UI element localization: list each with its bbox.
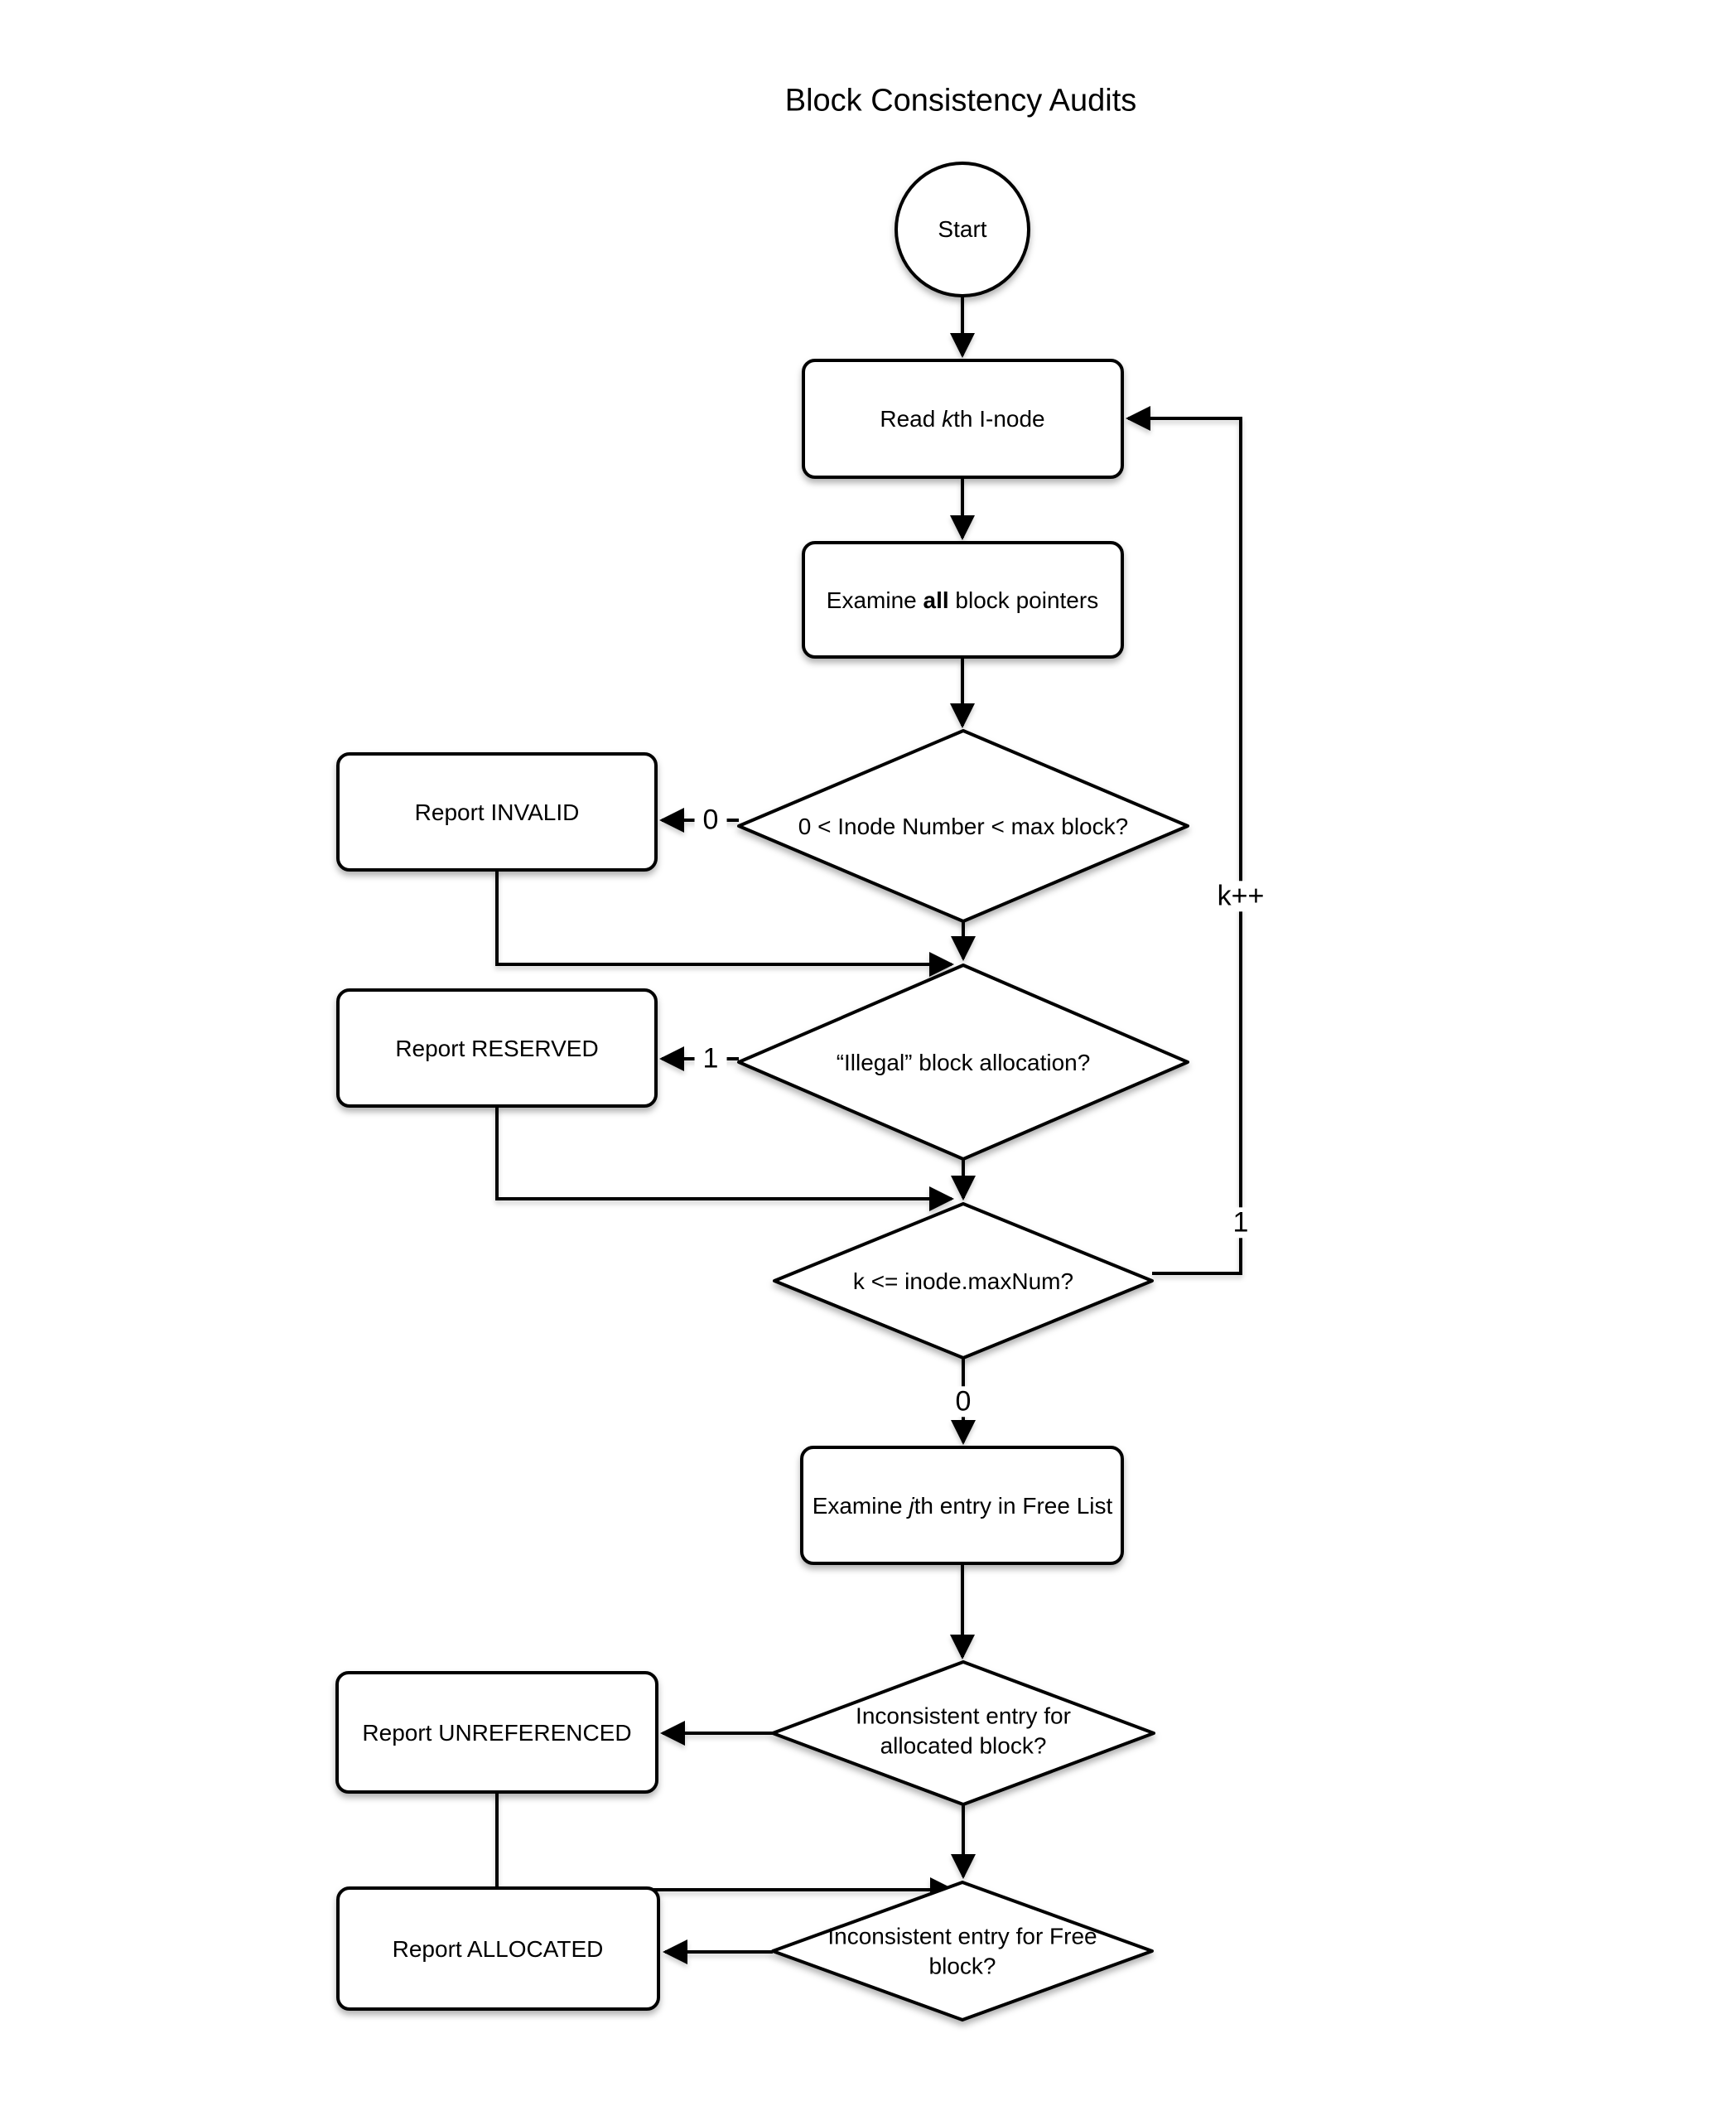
illegal-allocation-label: “Illegal” block allocation? <box>836 1049 1091 1075</box>
alloc-entry-label: Inconsistent entry for allocated block? <box>856 1703 1071 1759</box>
edge-kmax-loop-back-to-read <box>1126 406 1242 1275</box>
kmax-decision <box>773 1202 1154 1360</box>
alloc-entry-decision <box>771 1660 1155 1806</box>
start-node <box>895 162 1030 297</box>
report-reserved-node <box>336 988 658 1108</box>
free-entry-decision <box>771 1881 1154 2021</box>
edge-report-unreferenced-to-free-check <box>495 1792 955 1902</box>
report-invalid-label: Report INVALID <box>414 799 580 825</box>
invalid-branch-label: 0 <box>694 804 727 836</box>
read-inode-label: Read kth I-node <box>880 405 1045 432</box>
inode-range-label: 0 < Inode Number < max block? <box>798 813 1129 839</box>
free-entry-label: Inconsistent entry for Free block? <box>827 1923 1097 1979</box>
edge-report-reserved-to-kmax-check <box>495 1106 954 1211</box>
kmax-label: k <= inode.maxNum? <box>852 1268 1074 1294</box>
inode-range-decision <box>737 729 1189 923</box>
report-invalid-node <box>336 752 658 872</box>
report-unreferenced-label: Report UNREFERENCED <box>362 1719 632 1746</box>
k-done-branch-label: 0 <box>947 1385 980 1418</box>
k-loop-branch-label: 1 <box>1224 1206 1257 1239</box>
examine-freelist-node <box>800 1446 1124 1565</box>
examine-pointers-label: Examine all block pointers <box>826 587 1099 613</box>
k-increment-label: k++ <box>1208 880 1273 912</box>
illegal-allocation-decision <box>737 964 1189 1161</box>
report-reserved-label: Report RESERVED <box>395 1035 599 1061</box>
read-inode-node <box>802 359 1124 479</box>
start-label: Start <box>938 215 987 242</box>
report-allocated-label: Report ALLOCATED <box>392 1935 604 1962</box>
examine-pointers-node <box>802 541 1124 659</box>
report-unreferenced-node <box>335 1671 658 1794</box>
reserved-branch-label: 1 <box>694 1042 727 1075</box>
diagram-title: Block Consistency Audits <box>784 83 1137 118</box>
report-allocated-node <box>336 1886 660 2011</box>
examine-freelist-label: Examine jth entry in Free List <box>812 1492 1113 1519</box>
edge-report-invalid-to-illegal-check <box>495 870 954 977</box>
